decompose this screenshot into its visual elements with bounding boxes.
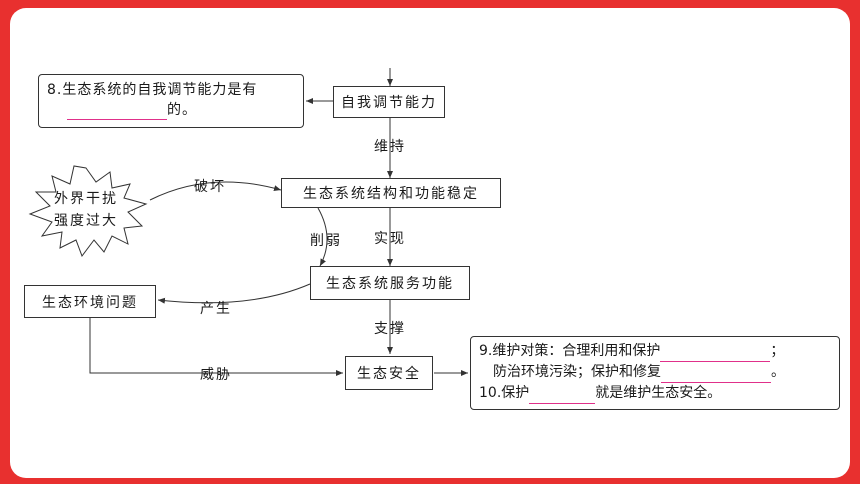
edge-label-threaten: 威胁: [200, 367, 232, 383]
edge-label-realize: 实现: [374, 231, 406, 247]
env-problems-label: 生态环境问题: [42, 294, 138, 311]
question-8-box: 8.生态系统的自我调节能力是有 的。: [38, 74, 304, 128]
q9-line2-b: 。: [771, 364, 785, 380]
q9-blank-2[interactable]: [661, 366, 771, 383]
env-problems-node: 生态环境问题: [24, 285, 156, 318]
service-label: 生态系统服务功能: [326, 276, 454, 292]
service-function-node: 生态系统服务功能: [310, 266, 470, 300]
q9-line2-a: 防治环境污染；保护和修复: [493, 364, 661, 380]
q8-blank[interactable]: [67, 103, 167, 120]
q10-text-b: 就是维护生态安全。: [595, 385, 722, 401]
self-regulation-node: 自我调节能力: [333, 86, 445, 118]
ecological-safety-node: 生态安全: [345, 356, 433, 390]
q9-line1-b: ；: [770, 343, 785, 359]
q10-text-a: 10.保护: [479, 385, 530, 401]
edge-label-weaken: 削弱: [310, 233, 342, 249]
arrow-destroy: [149, 181, 282, 201]
self-regulation-label: 自我调节能力: [341, 95, 437, 111]
star-line-2: 强度过大: [54, 213, 118, 229]
edge-label-maintain: 维持: [374, 139, 406, 155]
safety-label: 生态安全: [357, 366, 421, 382]
structure-function-stable-node: 生态系统结构和功能稳定: [281, 178, 501, 208]
q8-text-a: 8.生态系统的自我调节能力是有: [47, 82, 258, 98]
q9-line1-a: 9.维护对策：合理利用和保护: [479, 343, 661, 359]
external-interference-node: 外界干扰 强度过大: [26, 188, 146, 232]
edge-label-produce: 产生: [200, 301, 232, 317]
q10-blank[interactable]: [529, 387, 596, 404]
arrow-weaken: [317, 207, 328, 267]
question-9-10-box: 9.维护对策：合理利用和保护 ； 防治环境污染；保护和修复 。 10.保护 就是维护生…: [470, 336, 840, 410]
stable-label: 生态系统结构和功能稳定: [303, 186, 479, 202]
starburst-shape: [28, 165, 148, 258]
q9-blank-1[interactable]: [660, 345, 771, 362]
arrow-produce: [157, 283, 311, 304]
arrow-threaten: [89, 318, 343, 376]
edge-label-destroy: 破坏: [194, 179, 226, 195]
q8-text-b: 的。: [167, 102, 197, 118]
edge-label-support: 支撑: [374, 321, 406, 337]
star-line-1: 外界干扰: [54, 191, 118, 207]
